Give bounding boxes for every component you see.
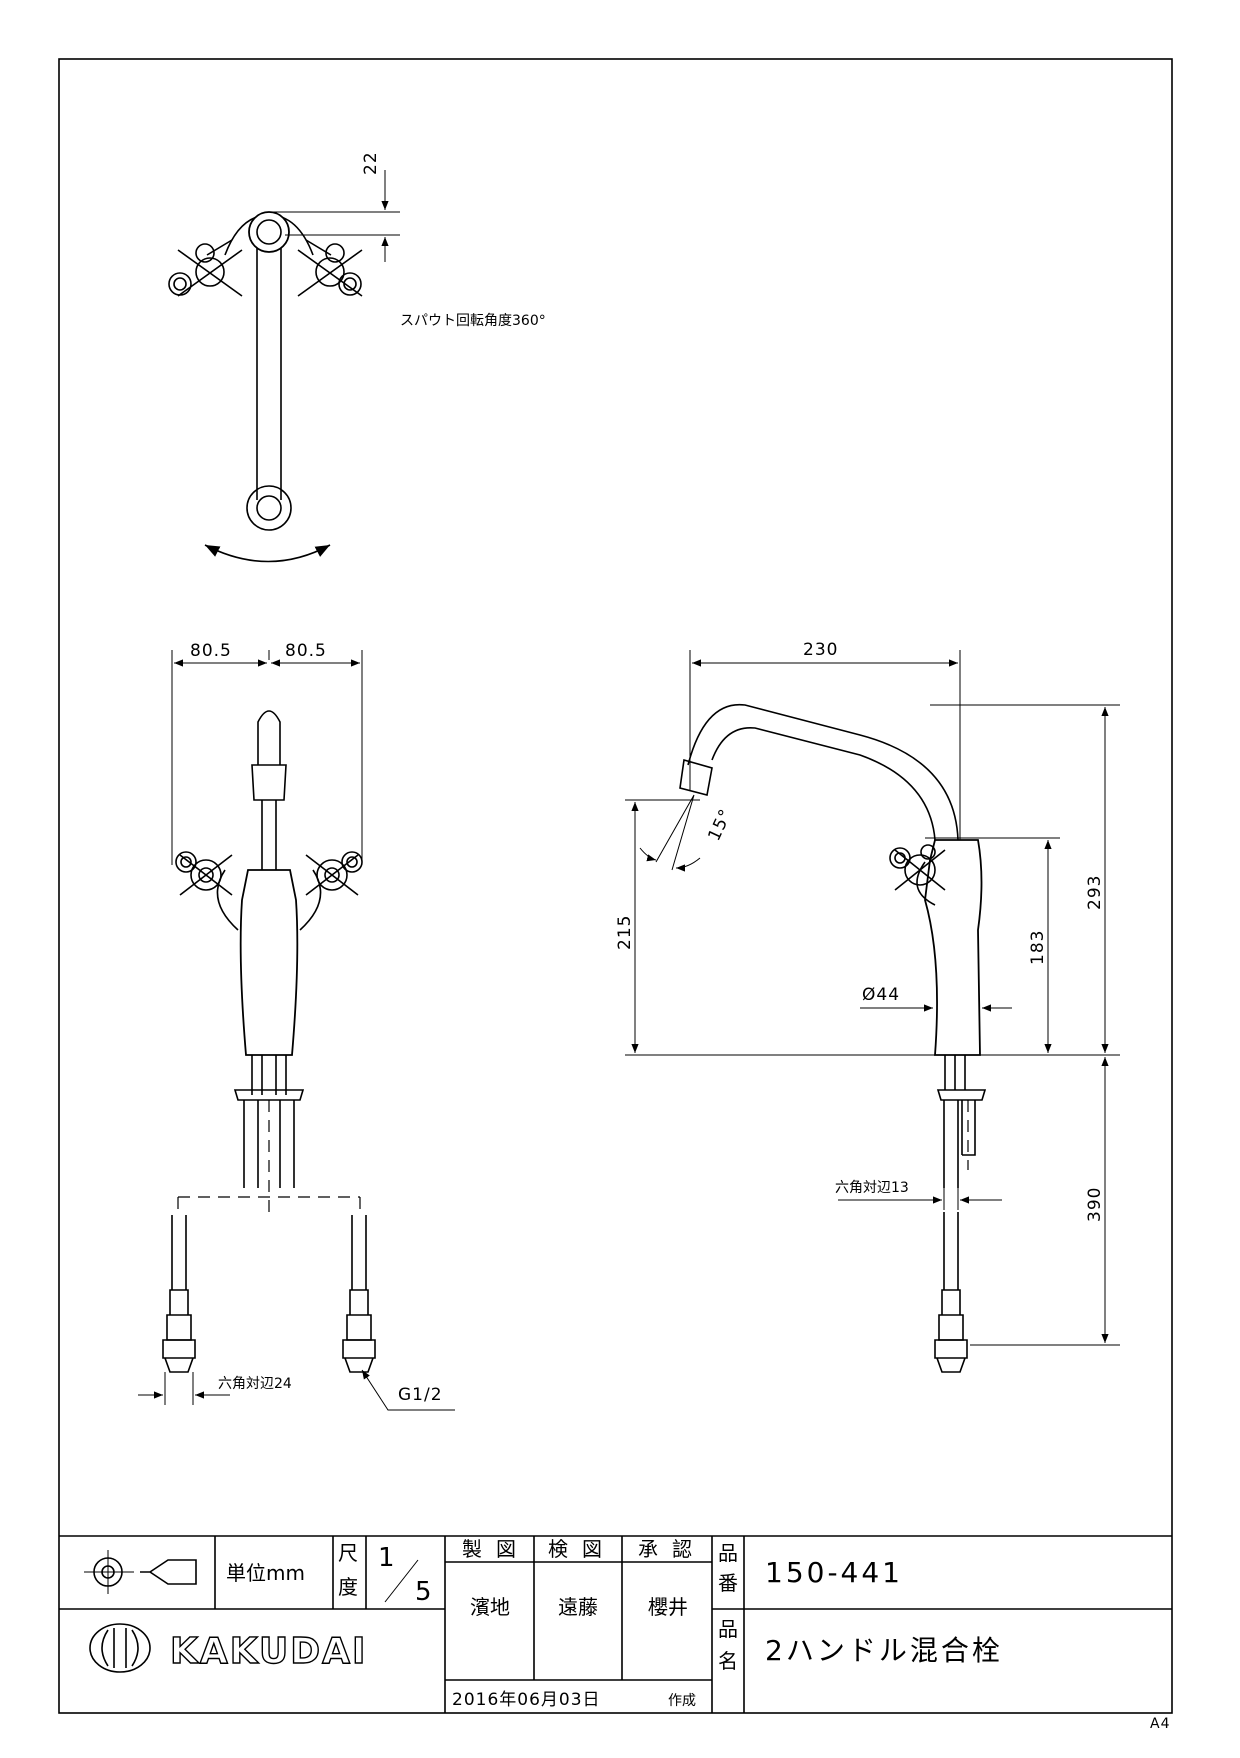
- sheet-size-label: A4: [1150, 1716, 1171, 1732]
- side-view: 230 293 183 215 15°: [615, 640, 1120, 1373]
- dim-handle-height-label: 183: [1028, 930, 1048, 965]
- part-no-label-1: 品: [718, 1541, 738, 1565]
- part-name-label-2: 名: [718, 1649, 738, 1673]
- dim-offset-label: 22: [361, 151, 381, 175]
- dim-angle-label: 15°: [704, 806, 736, 844]
- approved-label: 承認: [638, 1537, 706, 1561]
- brand-name: KAKUDAI: [170, 1631, 367, 1672]
- dim-hose-length-label: 390: [1085, 1187, 1105, 1222]
- dim-reach-label: 230: [803, 640, 838, 660]
- dim-diameter-label: Ø44: [862, 985, 900, 1005]
- top-view: 22 スパウト回転角度360°: [168, 151, 546, 563]
- hex13-note: 六角対辺13: [835, 1180, 909, 1196]
- title-block: 単位mm 尺 度 1 5 製図 検図 承認 濱地 遠藤 櫻井 品 番 150-4…: [59, 1535, 1172, 1713]
- dim-total-height-label: 293: [1085, 875, 1105, 910]
- part-number: 150-441: [765, 1556, 903, 1589]
- drawn-label: 製図: [462, 1537, 530, 1561]
- approved-by: 櫻井: [648, 1595, 688, 1619]
- front-view: 80.5 80.5: [138, 641, 455, 1411]
- part-no-label-2: 番: [718, 1571, 738, 1595]
- checked-by: 遠藤: [558, 1595, 598, 1619]
- projection-symbol-icon: [84, 1550, 197, 1594]
- rotation-note: スパウト回転角度360°: [400, 313, 546, 329]
- thread-note: G1/2: [398, 1385, 443, 1405]
- dim-left-label: 80.5: [190, 641, 232, 661]
- hex24-note: 六角対辺24: [218, 1376, 292, 1392]
- created-label: 作成: [668, 1693, 696, 1709]
- kakudai-logo-icon: [89, 1623, 151, 1673]
- unit-label: 単位mm: [226, 1561, 305, 1585]
- scale-numerator: 1: [378, 1543, 395, 1573]
- scale-label-2: 度: [338, 1575, 358, 1599]
- sheet-border: [58, 58, 1173, 1714]
- dim-spout-height-label: 215: [615, 915, 635, 950]
- scale-denominator: 5: [415, 1577, 432, 1607]
- drawn-by: 濱地: [470, 1595, 510, 1619]
- scale-label-1: 尺: [338, 1541, 358, 1565]
- dim-right-label: 80.5: [285, 641, 327, 661]
- part-name-label-1: 品: [718, 1617, 738, 1641]
- checked-label: 検図: [548, 1537, 616, 1561]
- creation-date: 2016年06月03日: [452, 1690, 601, 1710]
- part-name: 2ハンドル混合栓: [765, 1634, 1003, 1667]
